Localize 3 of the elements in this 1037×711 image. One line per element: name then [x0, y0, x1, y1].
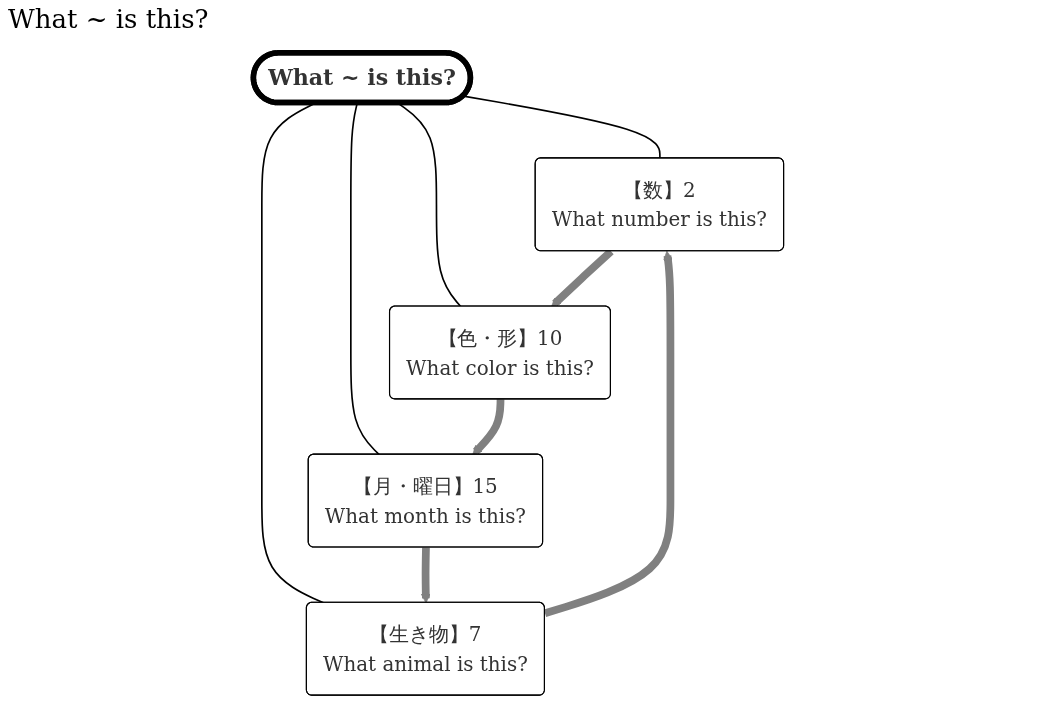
- arrow: [472, 399, 505, 456]
- arrow: [420, 547, 431, 604]
- diagram-title: What ~ is this?: [8, 4, 209, 34]
